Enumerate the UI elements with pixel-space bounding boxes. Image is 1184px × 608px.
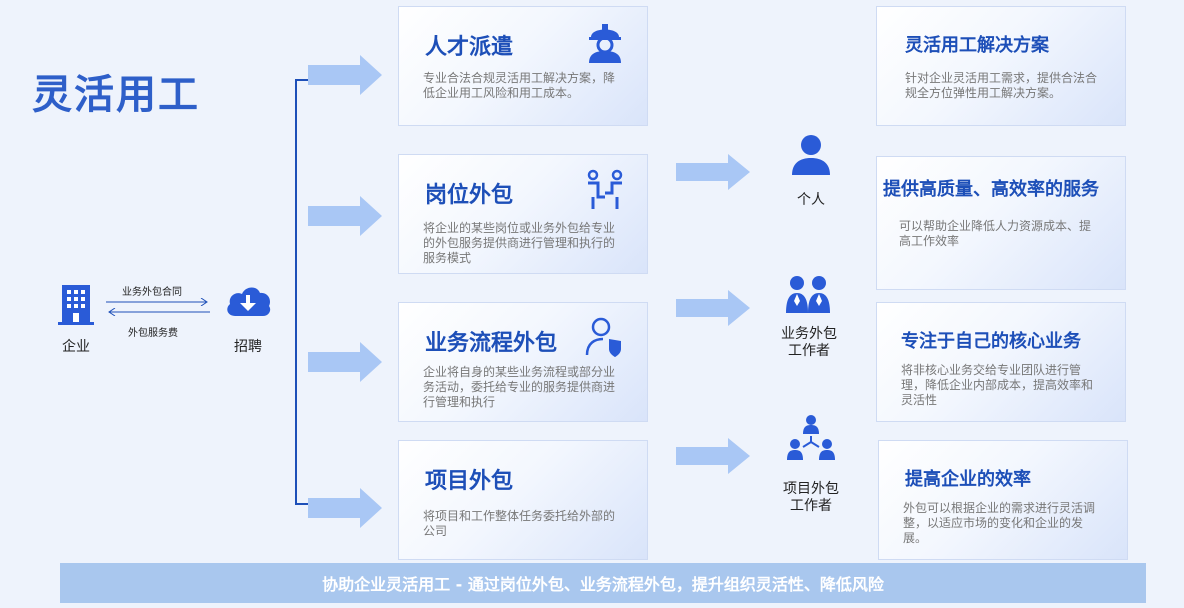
person-icon [792, 135, 830, 175]
benefit-desc: 可以帮助企业降低人力资源成本、提高工作效率 [899, 219, 1092, 248]
arrow-to-bpo-worker [676, 290, 750, 326]
worker-label-bpo: 业务外包工作者 [781, 326, 837, 359]
handshake-people-icon [587, 169, 623, 209]
footer-text: 协助企业灵活用工 - 通过岗位外包、业务流程外包，提升组织灵活性、降低风险 [322, 575, 884, 594]
recruit-label: 招聘 [234, 339, 262, 355]
benefit-title: 提供高质量、高效率的服务 [883, 179, 1099, 200]
benefit-title: 提高企业的效率 [905, 469, 1031, 490]
page-title: 灵活用工 [32, 72, 200, 118]
fee-arrow [108, 308, 210, 316]
service-title: 岗位外包 [425, 183, 514, 208]
service-card-bpo: 业务流程外包 企业将自身的某些业务流程或部分业务活动，委托给专业的服务提供商进行… [398, 302, 648, 422]
enterprise-label: 企业 [62, 339, 90, 355]
benefit-desc: 外包可以根据企业的需求进行灵活调整，以适应市场的变化和企业的发展。 [903, 501, 1096, 545]
fee-label: 外包服务费 [128, 328, 178, 339]
arrow-to-individual [676, 154, 750, 190]
arrow-to-dispatch [308, 55, 382, 95]
footer-banner: 协助企业灵活用工 - 通过岗位外包、业务流程外包，提升组织灵活性、降低风险 [60, 563, 1146, 603]
user-shield-icon [585, 317, 621, 357]
benefit-card-focus: 专注于自己的核心业务 将非核心业务交给专业团队进行管理，降低企业内部成本，提高效… [876, 302, 1126, 422]
cloud-download-icon [227, 287, 271, 316]
service-desc: 将项目和工作整体任务委托给外部的公司 [423, 509, 616, 538]
arrow-to-bpo [308, 342, 382, 382]
service-card-position: 岗位外包 将企业的某些岗位或业务外包给专业的外包服务提供商进行管理和执行的服务模… [398, 154, 648, 274]
worker-label-project: 项目外包工作者 [783, 481, 839, 514]
two-people-icon [786, 276, 830, 313]
bracket-line [295, 79, 308, 505]
service-card-dispatch: 人才派遣 专业合法合规灵活用工解决方案，降低企业用工风险和用工成本。 [398, 6, 648, 126]
team-network-icon [787, 415, 835, 460]
service-title: 人才派遣 [425, 35, 514, 60]
contract-arrow [106, 298, 208, 306]
benefit-card-quality: 提供高质量、高效率的服务 可以帮助企业降低人力资源成本、提高工作效率 [876, 156, 1126, 290]
arrow-to-position [308, 196, 382, 236]
benefit-title: 灵活用工解决方案 [905, 35, 1049, 56]
benefit-card-efficiency: 提高企业的效率 外包可以根据企业的需求进行灵活调整，以适应市场的变化和企业的发展… [878, 440, 1128, 560]
service-card-project: 项目外包 将项目和工作整体任务委托给外部的公司 [398, 440, 648, 560]
contract-label: 业务外包合同 [122, 287, 182, 298]
service-title: 业务流程外包 [425, 331, 558, 356]
service-desc: 专业合法合规灵活用工解决方案，降低企业用工风险和用工成本。 [423, 71, 616, 100]
arrow-to-project-worker [676, 438, 750, 474]
benefit-desc: 针对企业灵活用工需求，提供合法合规全方位弹性用工解决方案。 [905, 71, 1098, 100]
benefit-card-solution: 灵活用工解决方案 针对企业灵活用工需求，提供合法合规全方位弹性用工解决方案。 [876, 6, 1126, 126]
benefit-desc: 将非核心业务交给专业团队进行管理，降低企业内部成本，提高效率和灵活性 [901, 363, 1094, 407]
benefit-title: 专注于自己的核心业务 [901, 331, 1081, 352]
service-desc: 将企业的某些岗位或业务外包给专业的外包服务提供商进行管理和执行的服务模式 [423, 221, 616, 265]
arrow-to-project [308, 488, 382, 528]
service-title: 项目外包 [425, 469, 514, 494]
worker-label-individual: 个人 [797, 192, 825, 208]
building-icon [58, 285, 94, 325]
worker-hardhat-icon [589, 24, 621, 63]
service-desc: 企业将自身的某些业务流程或部分业务活动，委托给专业的服务提供商进行管理和执行 [423, 365, 616, 409]
